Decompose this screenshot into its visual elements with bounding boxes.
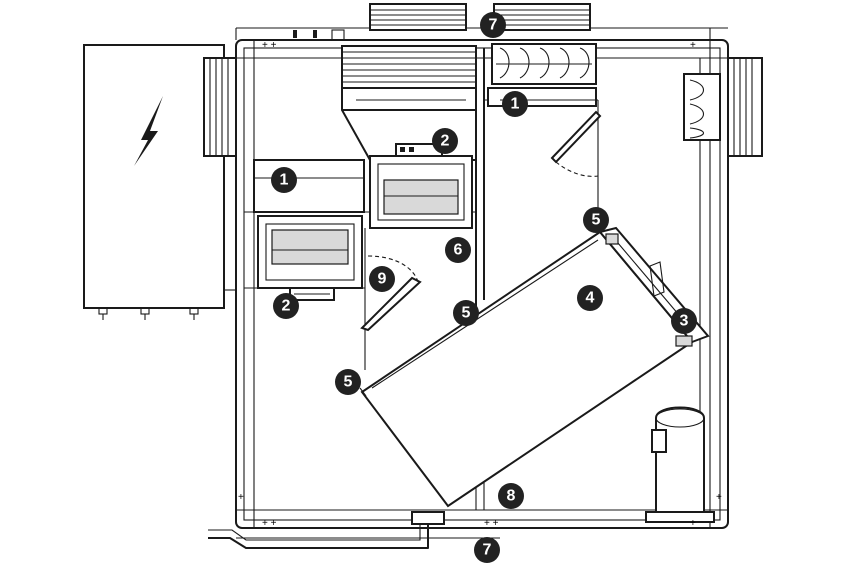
callout-label: 7 <box>489 17 498 34</box>
unit-casing <box>235 27 729 539</box>
duct-spigot-right <box>727 57 763 157</box>
callout-label: 4 <box>586 290 595 307</box>
compressor <box>645 406 715 523</box>
svg-text:+ +: + + <box>262 40 277 51</box>
cable-gland <box>140 307 150 320</box>
condensate-drain <box>208 511 445 549</box>
svg-text:+ +: + + <box>262 518 277 529</box>
swing-flap <box>550 110 602 177</box>
svg-text:+: + <box>716 492 722 503</box>
callout-label: 1 <box>511 96 520 113</box>
duct-spigot-left <box>203 57 237 157</box>
callout-5-left: 5 <box>335 369 361 395</box>
callout-label: 5 <box>462 305 471 322</box>
lightning-bolt-icon <box>134 96 163 166</box>
svg-text:+ +: + + <box>484 518 499 529</box>
fan-upper <box>369 143 473 229</box>
callout-2-top: 2 <box>432 128 458 154</box>
electrical-cabinet <box>83 44 236 320</box>
svg-text:+: + <box>690 518 696 529</box>
svg-text:+: + <box>238 492 244 503</box>
callout-4: 4 <box>577 285 603 311</box>
bypass-damper <box>360 255 422 332</box>
svg-text:+: + <box>690 40 696 51</box>
callout-5-top: 5 <box>583 207 609 233</box>
callout-label: 9 <box>378 271 387 288</box>
callout-7-bottom: 7 <box>474 537 500 563</box>
callout-9: 9 <box>369 266 395 292</box>
callout-8: 8 <box>498 483 524 509</box>
callout-label: 8 <box>507 488 516 505</box>
callout-label: 2 <box>441 133 450 150</box>
callout-label: 5 <box>344 374 353 391</box>
callout-1-left: 1 <box>271 167 297 193</box>
heater-coil <box>491 43 597 85</box>
callout-label: 7 <box>483 542 492 559</box>
callout-label: 2 <box>282 298 291 315</box>
callout-6: 6 <box>445 237 471 263</box>
callout-5-mid: 5 <box>453 300 479 326</box>
damper-right <box>683 73 721 141</box>
duct-spigot-top-left <box>369 3 467 31</box>
callout-label: 3 <box>680 313 689 330</box>
callout-3: 3 <box>671 308 697 334</box>
cable-gland <box>98 307 108 320</box>
grille-housing <box>341 45 477 161</box>
callout-label: 6 <box>454 242 463 259</box>
cable-gland <box>189 307 199 320</box>
callout-label: 5 <box>592 212 601 229</box>
callout-label: 1 <box>280 172 289 189</box>
callout-1-right: 1 <box>502 91 528 117</box>
callout-2-bottom: 2 <box>273 293 299 319</box>
callout-7-top: 7 <box>480 12 506 38</box>
duct-spigot-top-right <box>493 3 591 31</box>
filter-left <box>253 159 365 213</box>
mounting-marks: + + + + + + + + + + <box>238 40 722 529</box>
fan-lower <box>257 215 363 301</box>
